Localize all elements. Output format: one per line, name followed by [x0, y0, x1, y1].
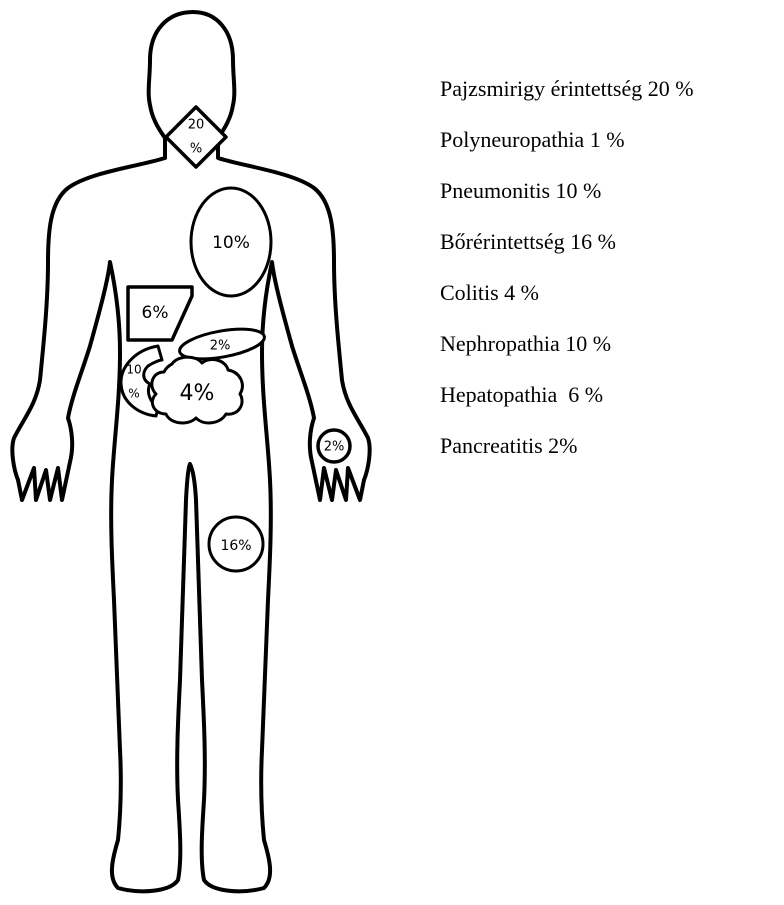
- colon-label: 4%: [180, 381, 215, 406]
- skin-label: 16%: [220, 538, 251, 554]
- lung-label: 10%: [212, 233, 250, 253]
- legend-item-hepatopathy: Hepatopathia 6 %: [440, 380, 694, 431]
- liver-label: 6%: [142, 303, 169, 323]
- thyroid-label-line2: %: [190, 142, 202, 157]
- legend-item-thyroid: Pajzsmirigy érintettség 20 %: [440, 74, 694, 125]
- legend-list: Pajzsmirigy érintettség 20 % Polyneuropa…: [440, 74, 694, 482]
- kidney-label-line2: %: [128, 387, 139, 401]
- legend-item-pancreatitis: Pancreatitis 2%: [440, 431, 694, 482]
- legend-item-skin: Bőrérintettség 16 %: [440, 227, 694, 278]
- legend-item-pneumonitis: Pneumonitis 10 %: [440, 176, 694, 227]
- kidney-label-line1: 10: [126, 363, 141, 377]
- hand-label: 2%: [324, 440, 345, 455]
- pancreas-label: 2%: [210, 339, 231, 354]
- thyroid-label-line1: 20: [188, 118, 205, 133]
- legend-item-nephropathy: Nephropathia 10 %: [440, 329, 694, 380]
- legend-item-colitis: Colitis 4 %: [440, 278, 694, 329]
- legend-item-polyneuropathy: Polyneuropathia 1 %: [440, 125, 694, 176]
